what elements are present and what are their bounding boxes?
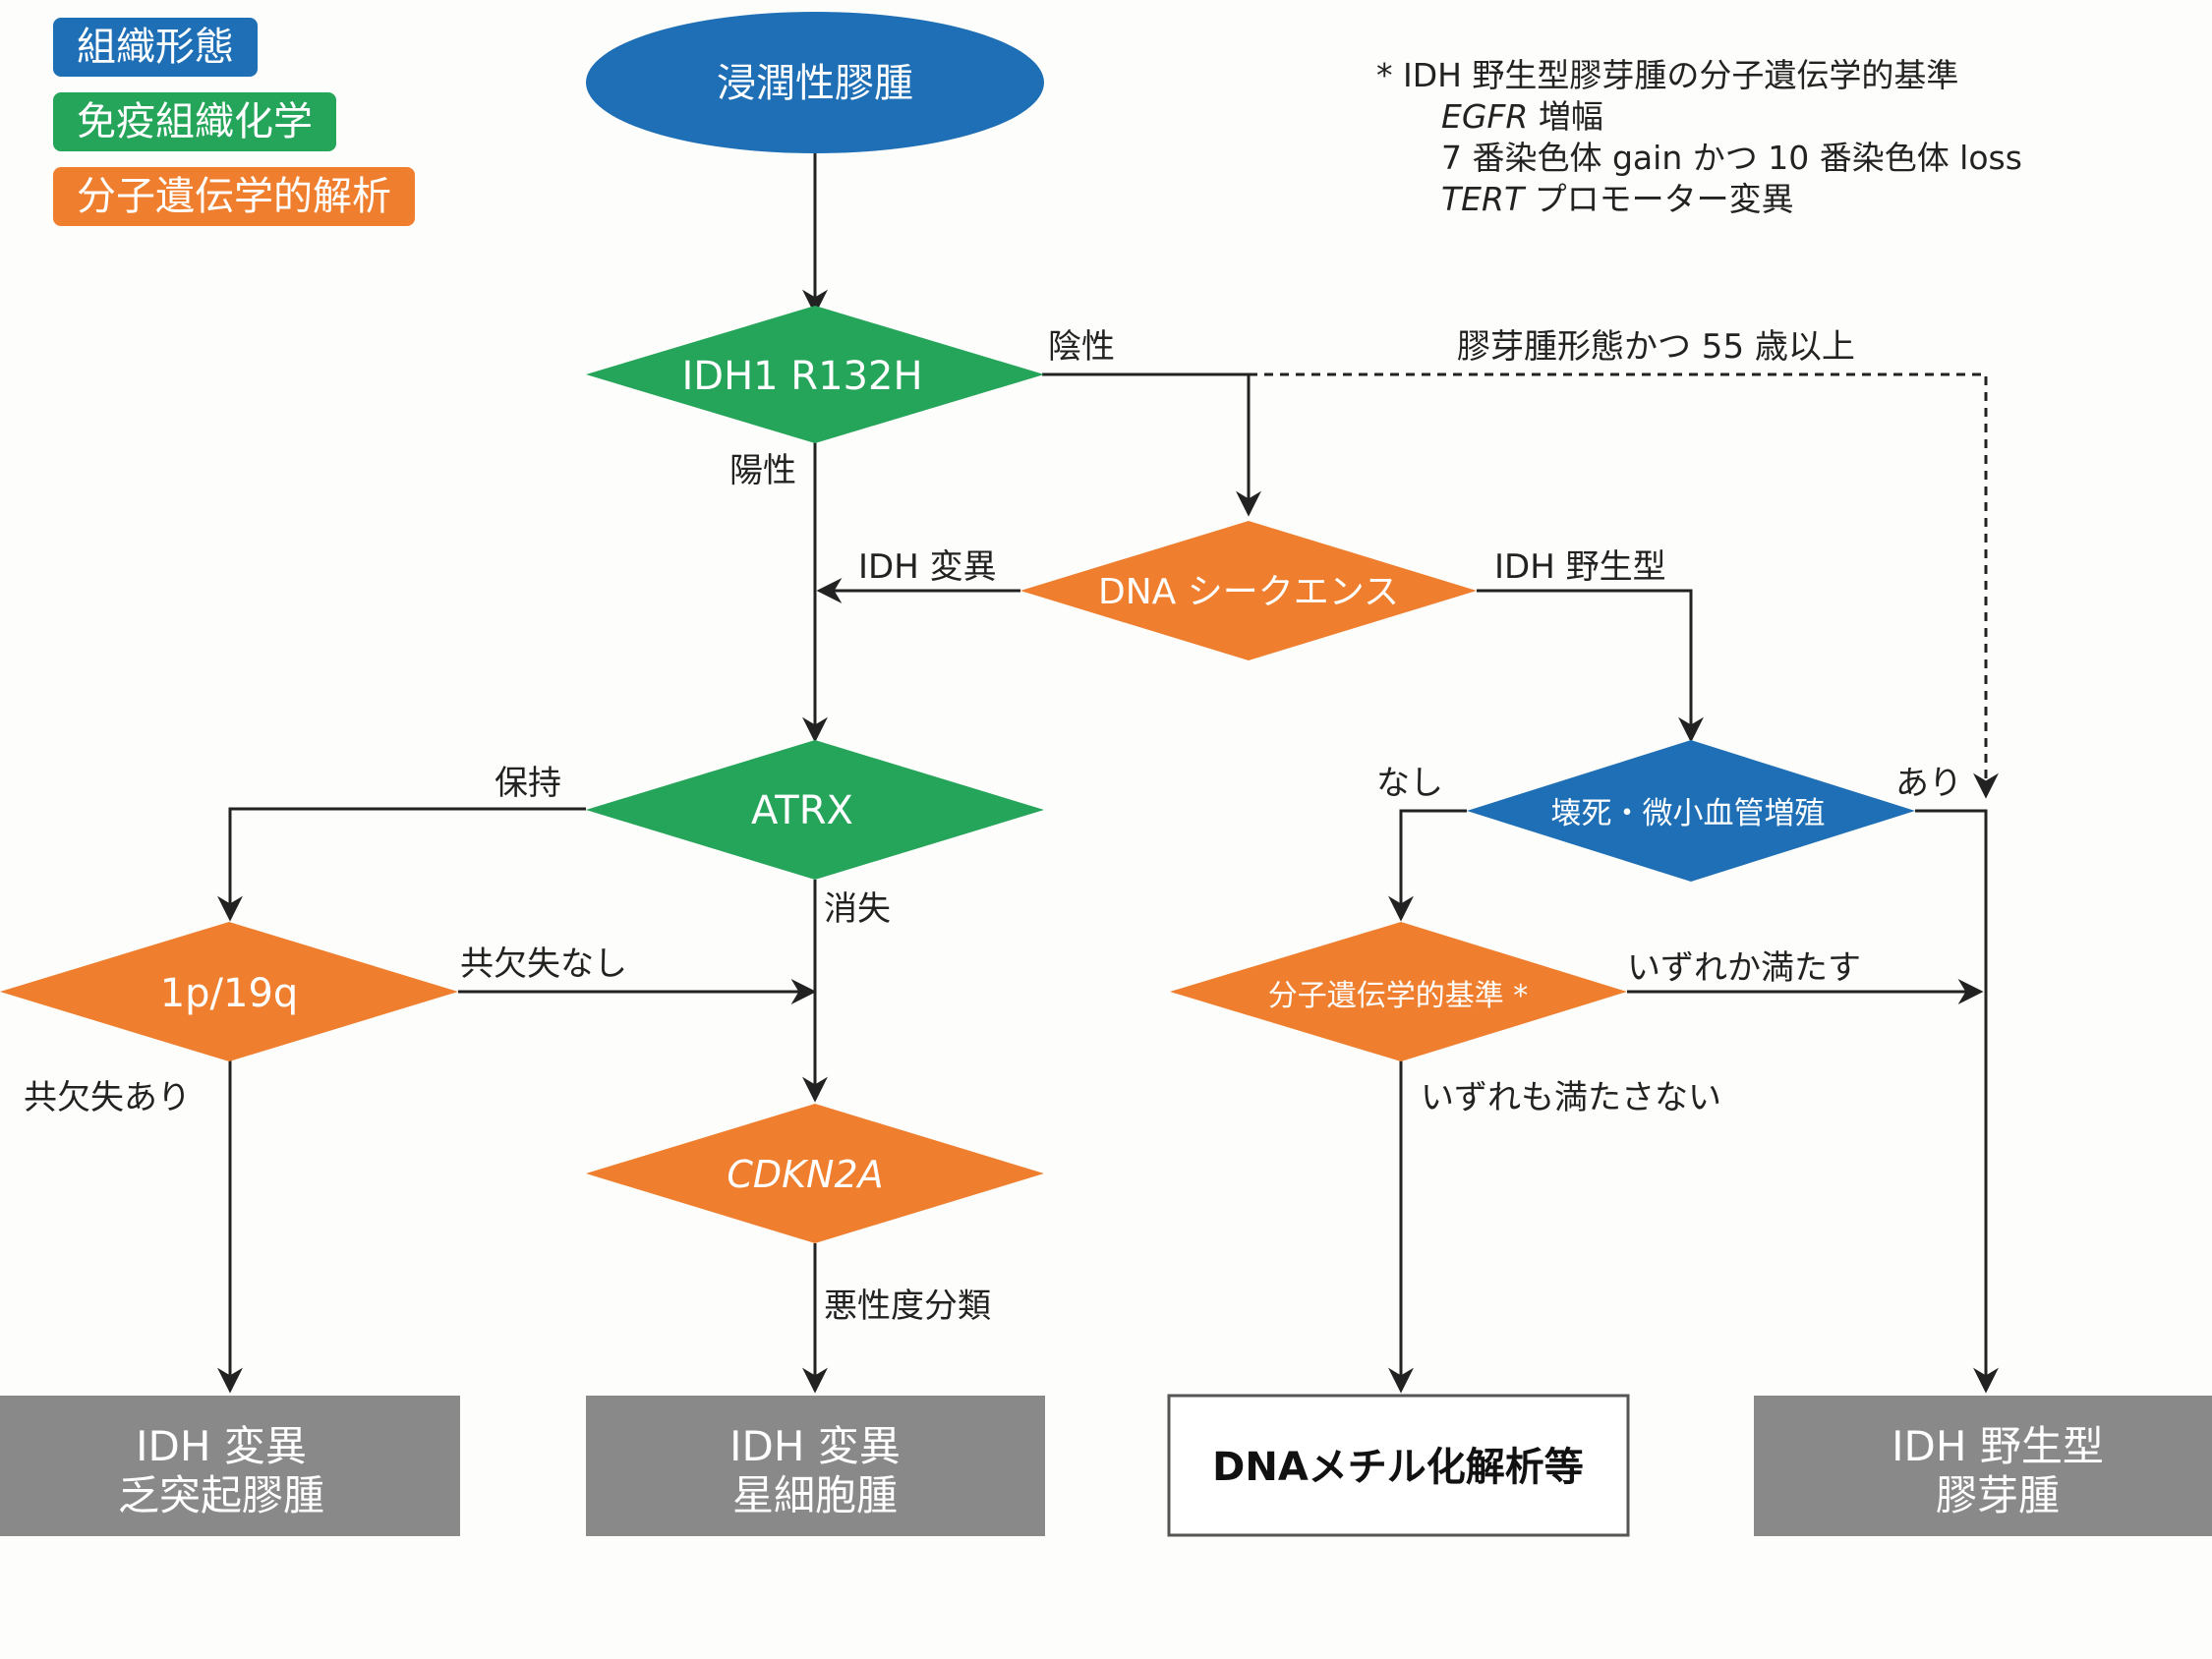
outcome-glioblastoma-box (1754, 1396, 2212, 1536)
edge-atrx-codel (217, 807, 586, 922)
legend-immunohistochemistry: 免疫組織化学 (53, 92, 336, 151)
necrosis-diamond (1467, 740, 1915, 882)
codel-label: 1p/19q (160, 971, 299, 1016)
edge-idh1-dnaseq (1042, 372, 1261, 517)
necrosis-label: 壊死・微小血管増殖 (1551, 796, 1826, 831)
note-chromosome: 7 番染色体 gain かつ 10 番染色体 loss (1441, 139, 2022, 177)
label-codeletion: 共欠失あり (24, 1078, 191, 1117)
label-idh-mutant: IDH 変異 (858, 547, 997, 587)
dnaseq-diamond (1020, 521, 1477, 660)
criteria-diamond (1170, 922, 1627, 1061)
label-negative: 陰性 (1048, 327, 1115, 367)
codel-diamond (0, 922, 458, 1061)
legend-histology: 組織形態 (53, 18, 258, 77)
note-tert: TERT プロモーター変異 (1441, 180, 1794, 218)
outcome-oligodendroglioma-box (0, 1396, 460, 1536)
note-title: * IDH 野生型膠芽腫の分子遺伝学的基準 (1376, 56, 1958, 94)
label-positive: 陽性 (729, 451, 796, 490)
outcome-astro-line1: IDH 変異 (729, 1422, 901, 1470)
start-node-label: 浸潤性膠腫 (717, 61, 913, 106)
criteria-note: * IDH 野生型膠芽腫の分子遺伝学的基準 EGFR 増幅 7 番染色体 gai… (1376, 56, 2022, 218)
atrx-diamond (586, 740, 1044, 880)
label-present: あり (1895, 764, 1962, 803)
connectors (217, 153, 1999, 1394)
outcome-oligo-line2: 乏突起膠腫 (118, 1471, 324, 1519)
outcome-methylation-label: DNAメチル化解析等 (1212, 1445, 1584, 1490)
idh1-diamond (586, 306, 1044, 443)
label-idh-wildtype: IDH 野生型 (1494, 547, 1666, 587)
edge-necrosis-criteria (1388, 809, 1467, 922)
label-grading: 悪性度分類 (824, 1287, 991, 1326)
legend-molecular-genetics: 分子遺伝学的解析 (53, 167, 415, 226)
outcome-oligo-line1: IDH 変異 (136, 1422, 307, 1470)
edge-dnaseq-necrosis (1477, 589, 1704, 743)
label-retained: 保持 (495, 764, 561, 803)
outcome-gbm-line1: IDH 野生型 (1892, 1422, 2104, 1470)
label-lost: 消失 (824, 889, 891, 929)
start-node-shape (586, 12, 1044, 153)
outcome-astrocytoma-box (586, 1396, 1045, 1536)
label-any-criteria: いずれか満たす (1627, 948, 1861, 988)
outcome-methylation-box (1167, 1394, 1630, 1537)
cdkn2a-label: CDKN2A (727, 1153, 883, 1196)
idh1-label: IDH1 R132H (681, 354, 922, 399)
outcome-astro-line2: 星細胞腫 (732, 1471, 898, 1519)
label-absent: なし (1376, 764, 1443, 803)
note-egfr: EGFR 増幅 (1441, 97, 1603, 136)
dnaseq-label: DNA シークエンス (1098, 572, 1399, 612)
cdkn2a-diamond (586, 1104, 1044, 1243)
atrx-label: ATRX (751, 788, 853, 833)
label-no-codeletion: 共欠失なし (460, 944, 627, 984)
outcome-gbm-line2: 膠芽腫 (1936, 1471, 2060, 1519)
edge-necrosis-gbm (1915, 809, 1999, 1394)
label-gbm-morphology: 膠芽腫形態かつ 55 歳以上 (1457, 327, 1855, 367)
label-no-criteria: いずれも満たさない (1421, 1078, 1721, 1117)
criteria-label: 分子遺伝学的基準 * (1268, 979, 1529, 1013)
